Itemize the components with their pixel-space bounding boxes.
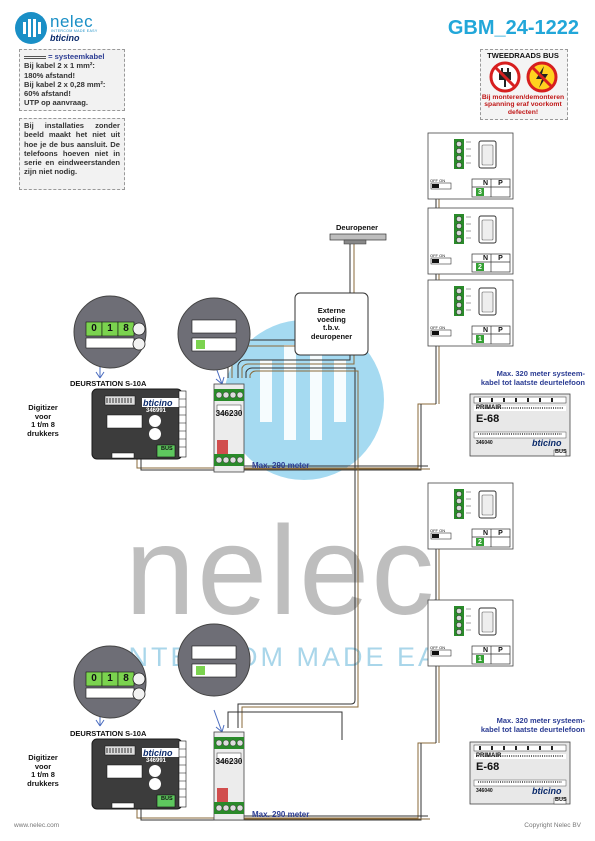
cable-note-line: 180% afstand! — [24, 70, 76, 80]
zoom-dip-switch — [177, 623, 251, 697]
interface-code: 346230 — [215, 757, 243, 766]
zoom-dip-switch — [177, 297, 251, 371]
station-code: 346991 — [146, 408, 167, 414]
psu-brand: bticino — [532, 438, 562, 448]
door-opener-label: Deuropener — [336, 223, 379, 232]
terminal-n: N — [482, 530, 489, 537]
phone-number: 2 — [478, 264, 482, 271]
terminal-p: P — [498, 530, 503, 537]
psu-model: E-68 — [476, 761, 500, 773]
door-station-title: DEURSTATION S-10A — [70, 729, 147, 738]
terminal-p: P — [498, 327, 503, 334]
psu-model: E-68 — [476, 413, 500, 425]
terminal-p: P — [498, 180, 503, 187]
off-on-label: OFF ON — [430, 325, 446, 330]
install-note-text: Bij installaties zonder beeld maakt het … — [24, 121, 120, 177]
door-opener-icon — [329, 233, 387, 245]
digitizer-label: Digitizer voor 1 t/m 8 drukkers — [27, 753, 59, 788]
psu-bus: BUS — [555, 449, 567, 455]
external-power-label: Externe voeding t.b.v. deuropener — [310, 306, 353, 341]
warning-text: Bij monteren/demonteren spanning eraf vo… — [481, 94, 565, 116]
psu-bus: BUS — [555, 797, 567, 803]
install-note: Bij installaties zonder beeld maakt het … — [19, 118, 125, 190]
cable-note-title: = systeemkabel — [48, 52, 105, 61]
digitizer-label: Digitizer voor 1 t/m 8 drukkers — [27, 403, 59, 438]
psu-brand: bticino — [532, 786, 562, 796]
zoom-digits: 0 1 8 — [91, 323, 129, 334]
max-distance-label: Max. 290 meter — [252, 461, 310, 470]
cable-note-line: Bij kabel 2 x 1 mm²: — [24, 61, 95, 71]
terminal-p: P — [498, 647, 503, 654]
nelec-logo-icon — [15, 12, 47, 44]
interface-code: 346230 — [215, 409, 243, 418]
max-cable-label: Max. 320 meter systeem- kabel tot laatst… — [480, 716, 585, 734]
station-code: 346991 — [146, 758, 167, 764]
bus-interface — [213, 731, 245, 821]
terminal-p: P — [498, 255, 503, 262]
cable-symbol-icon — [24, 55, 46, 59]
cable-note-line: Bij kabel 2 x 0,28 mm²: — [24, 79, 106, 89]
psu-primair: PRIMAIR — [476, 405, 502, 411]
warning-icons — [489, 61, 558, 93]
warning-title: TWEEDRAADS BUS — [487, 51, 559, 60]
bus-interface — [213, 383, 245, 473]
door-phone — [427, 482, 514, 550]
terminal-n: N — [482, 180, 489, 187]
terminal-n: N — [482, 255, 489, 262]
psu-code: 346040 — [476, 440, 493, 446]
no-high-voltage-icon — [526, 61, 558, 93]
off-on-label: OFF ON — [430, 178, 446, 183]
cable-note: = systeemkabel Bij kabel 2 x 1 mm²: 180%… — [19, 49, 125, 111]
off-on-label: OFF ON — [430, 645, 446, 650]
brand-tagline: INTERCOM MADE EASY — [51, 29, 98, 33]
zoom-keypad — [73, 645, 147, 719]
phone-number: 1 — [478, 336, 482, 343]
footer-website[interactable]: www.nelec.com — [14, 822, 60, 829]
phone-number: 2 — [478, 539, 482, 546]
psu-primair: PRIMAIR — [476, 753, 502, 759]
terminal-n: N — [482, 327, 489, 334]
door-phone — [427, 279, 514, 347]
max-distance-label: Max. 290 meter — [252, 810, 310, 819]
no-plug-icon — [489, 61, 521, 93]
phone-number: 3 — [478, 189, 482, 196]
zoom-digits: 0 1 8 — [91, 673, 129, 684]
max-cable-label: Max. 320 meter systeem- kabel tot laatst… — [480, 369, 585, 387]
watermark-name: nelec — [125, 500, 437, 641]
brand-name: nelec — [50, 12, 94, 31]
bus-label: BUS — [161, 446, 173, 452]
phone-number: 1 — [478, 656, 482, 663]
door-phone — [427, 599, 514, 667]
zoom-keypad — [73, 295, 147, 369]
door-phone — [427, 207, 514, 275]
off-on-label: OFF ON — [430, 253, 446, 258]
footer-copyright: Copyright Nelec BV — [524, 822, 581, 829]
brand-sub: bticino — [50, 33, 80, 43]
document-code: GBM_24-1222 — [447, 17, 579, 39]
station-brand: bticino — [143, 398, 173, 408]
off-on-label: OFF ON — [430, 528, 446, 533]
cable-note-line: 60% afstand! — [24, 89, 71, 98]
terminal-n: N — [482, 647, 489, 654]
door-station-title: DEURSTATION S-10A — [70, 379, 147, 388]
door-phone — [427, 132, 514, 200]
psu-code: 346040 — [476, 788, 493, 794]
cable-note-line: UTP op aanvraag. — [24, 98, 89, 108]
bus-label: BUS — [161, 796, 173, 802]
external-power-supply — [294, 292, 369, 356]
station-brand: bticino — [143, 748, 173, 758]
